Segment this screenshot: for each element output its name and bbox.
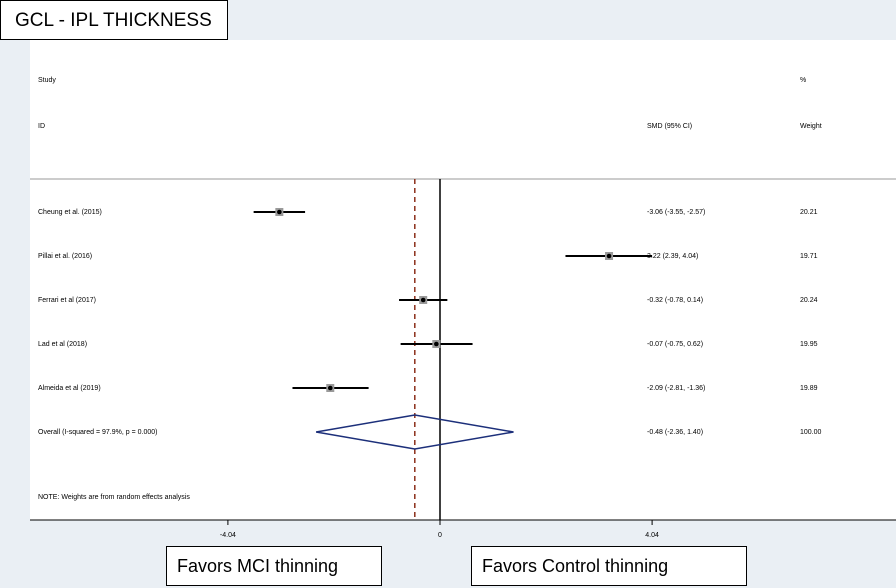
weights-note: NOTE: Weights are from random effects an… (38, 494, 190, 501)
smd-ci-text-0: -3.06 (-3.55, -2.57) (647, 209, 705, 216)
favors-control-label: Favors Control thinning (471, 546, 747, 586)
overall-smd-ci-text: -0.48 (-2.36, 1.40) (647, 429, 703, 436)
weight-text-4: 19.89 (800, 385, 818, 392)
weight-text-3: 19.95 (800, 341, 818, 348)
overall-weight-text: 100.00 (800, 429, 822, 436)
point-estimate-0 (277, 209, 282, 215)
smd-ci-text-3: -0.07 (-0.75, 0.62) (647, 341, 703, 348)
header-percent: % (800, 77, 806, 84)
point-estimate-3 (434, 341, 439, 347)
overall-label: Overall (I-squared = 97.9%, p = 0.000) (38, 429, 157, 436)
weight-text-1: 19.71 (800, 253, 818, 260)
header-weight: Weight (800, 123, 822, 130)
study-label-0: Cheung et al. (2015) (38, 209, 102, 216)
point-estimate-2 (420, 297, 426, 303)
point-estimate-4 (327, 385, 333, 391)
study-label-3: Lad et al (2018) (38, 341, 87, 348)
x-tick-label-1: 0 (438, 532, 442, 539)
study-label-1: Pillai et al. (2016) (38, 253, 92, 260)
header-id: ID (38, 123, 45, 130)
smd-ci-text-2: -0.32 (-0.78, 0.14) (647, 297, 703, 304)
favors-mci-label: Favors MCI thinning (166, 546, 382, 586)
chart-title: GCL - IPL THICKNESS (0, 0, 228, 40)
x-tick-label-0: -4.04 (220, 532, 236, 539)
header-smd: SMD (95% CI) (647, 123, 692, 130)
study-label-2: Ferrari et al (2017) (38, 297, 96, 304)
smd-ci-text-4: -2.09 (-2.81, -1.36) (647, 385, 705, 392)
point-estimate-1 (606, 253, 612, 259)
study-label-4: Almeida et al (2019) (38, 385, 101, 392)
weight-text-2: 20.24 (800, 297, 818, 304)
overall-diamond (315, 414, 514, 450)
smd-ci-text-1: 3.22 (2.39, 4.04) (647, 253, 698, 260)
header-study: Study (38, 77, 56, 84)
weight-text-0: 20.21 (800, 209, 818, 216)
x-tick-label-2: 4.04 (645, 532, 659, 539)
